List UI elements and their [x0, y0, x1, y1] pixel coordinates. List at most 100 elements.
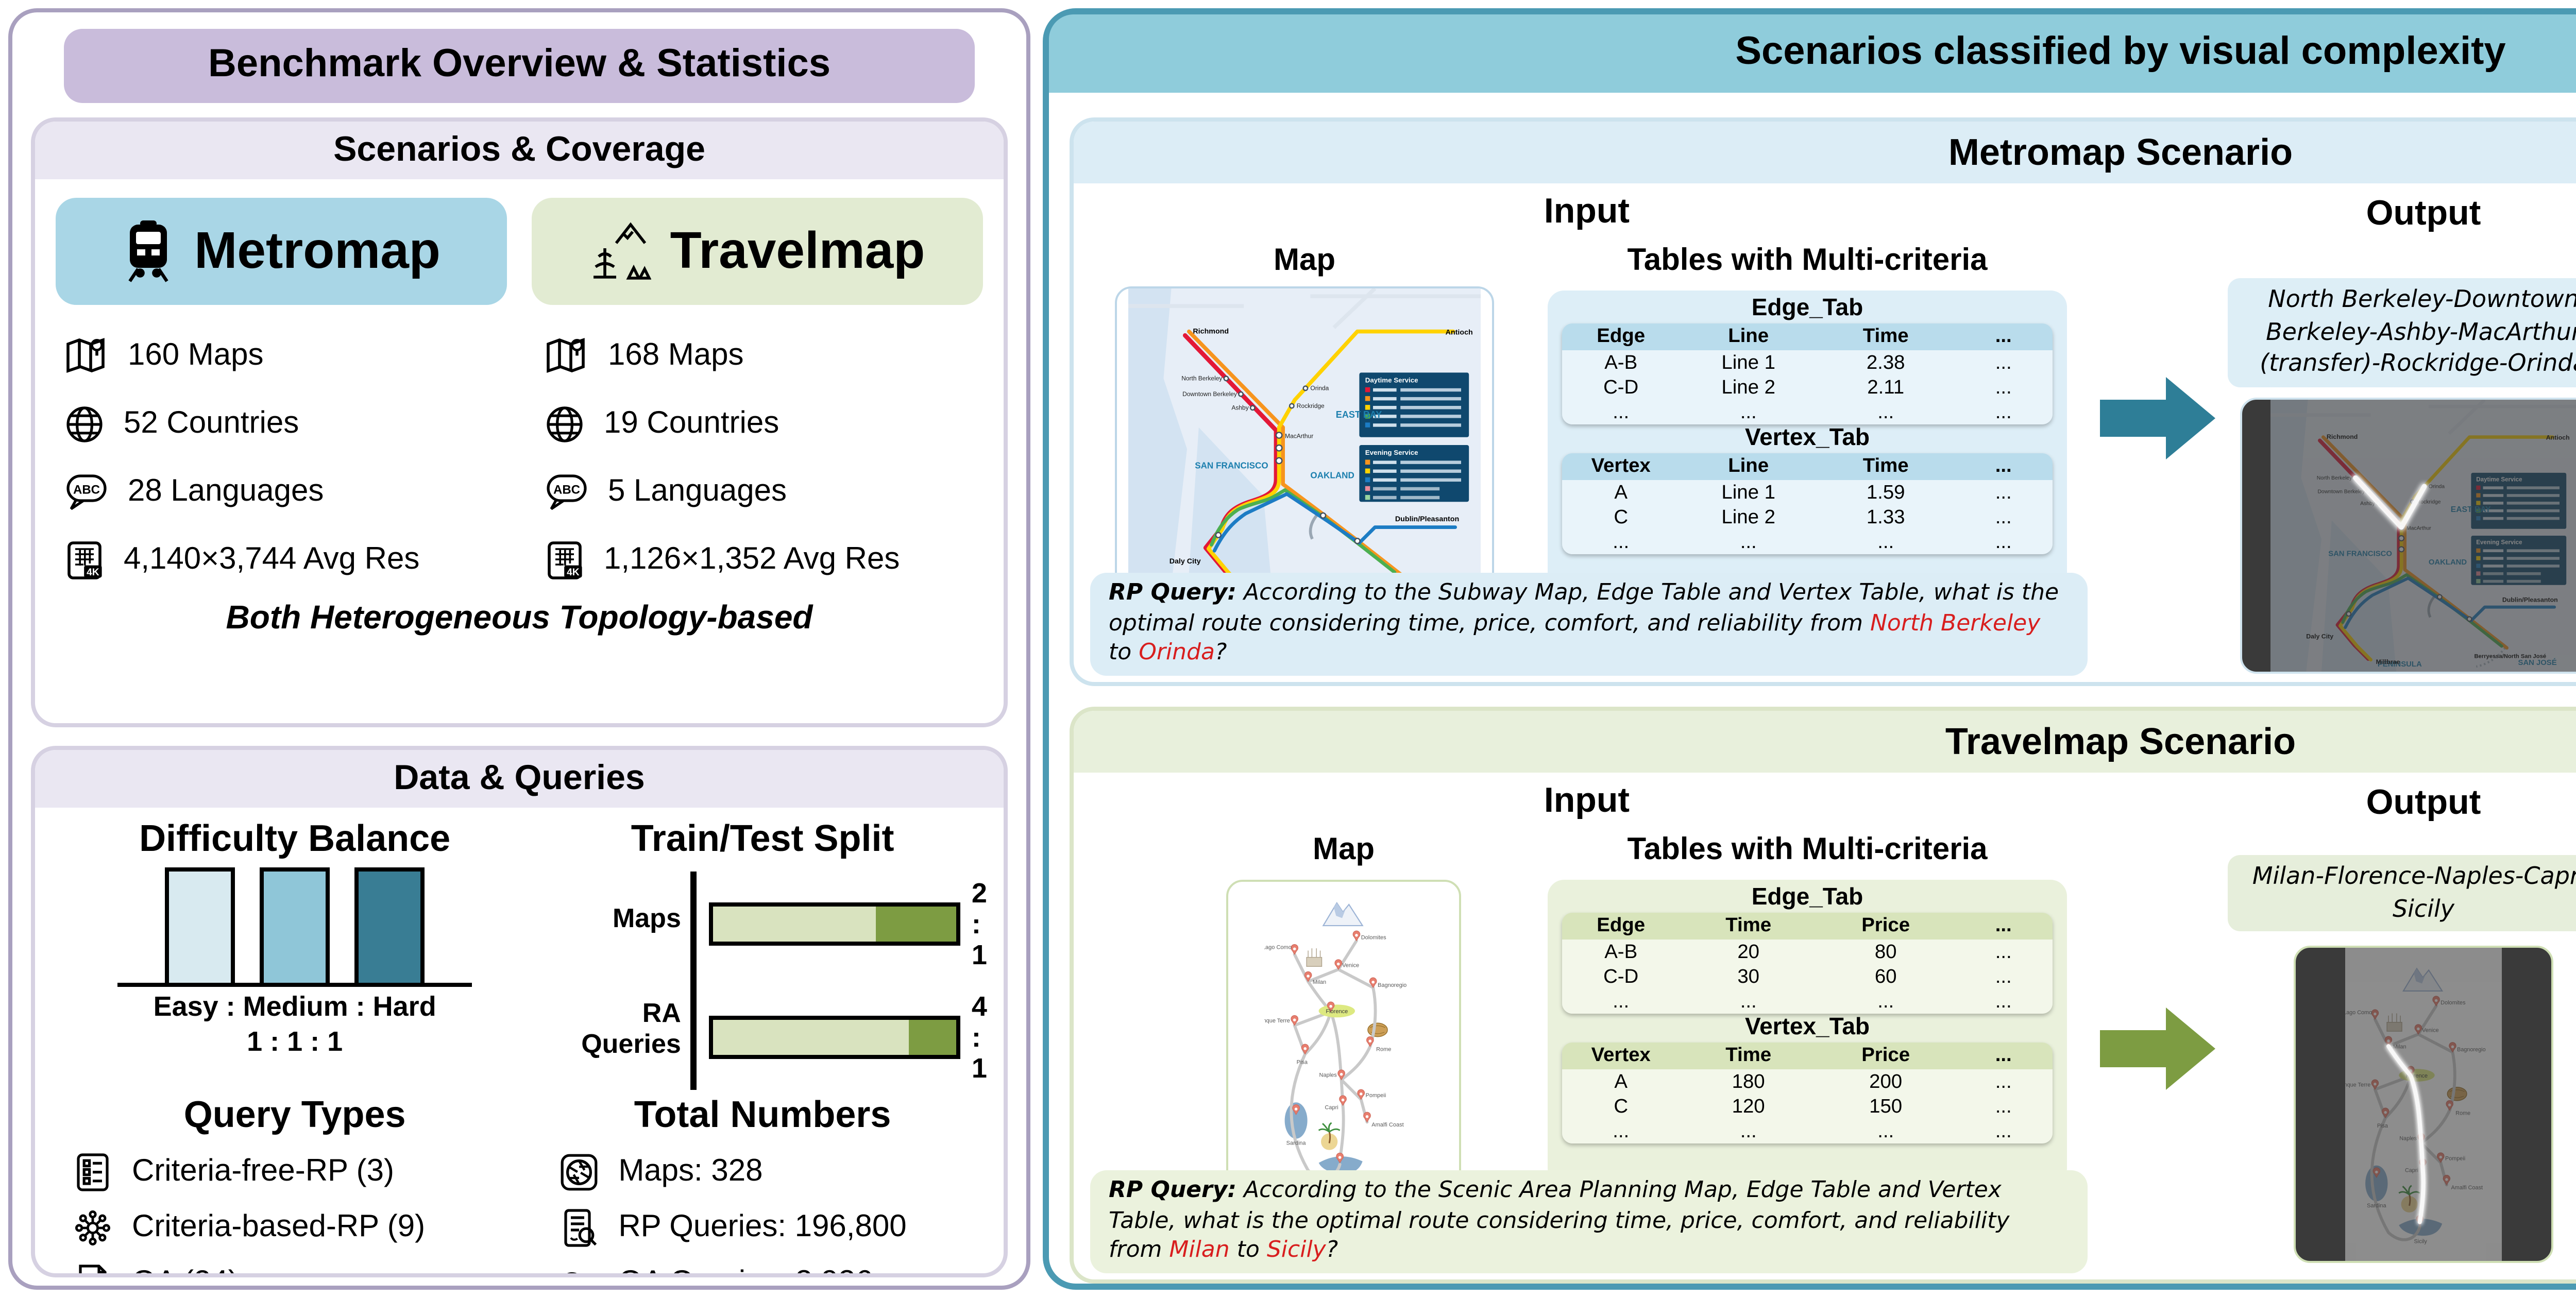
benchmark-overview-panel: Benchmark Overview & Statistics Scenario…	[8, 8, 1030, 1290]
scenarios-panel: Scenarios classified by visual complexit…	[1043, 8, 2576, 1290]
language-icon: ABC	[547, 473, 587, 509]
col-header: Vertex	[1562, 453, 1680, 480]
stat-text: 5 Languages	[608, 474, 787, 509]
split-bar-maps	[709, 902, 961, 946]
rp-query-label: RP Query:	[1109, 579, 1236, 607]
hub-criteria-icon	[75, 1209, 111, 1245]
edge-tab-title: Edge_Tab	[1751, 886, 1863, 911]
cell: A	[1562, 480, 1680, 505]
rp-query-text: ?	[1214, 639, 1227, 667]
scenario-badges: Metromap Travelmap	[35, 179, 1004, 315]
rp-query-text: to	[1229, 1237, 1267, 1264]
cell: ...	[1954, 480, 2053, 505]
col-header: Time	[1817, 323, 1955, 350]
col-header: ...	[1954, 1043, 2053, 1069]
svg-text:?: ?	[88, 1275, 94, 1277]
cell: C-D	[1562, 375, 1680, 400]
cell: ...	[1562, 989, 1680, 1014]
split-chart: Maps RA Queries 2 : 1 4 : 1	[538, 872, 987, 1090]
total-row: Maps: 328	[538, 1143, 987, 1199]
query-type-text: Criteria-based-RP (9)	[132, 1209, 426, 1244]
resolution-4k-icon: 4K	[548, 540, 582, 578]
stat-row: ABC 5 Languages	[544, 457, 999, 525]
cell: ...	[1680, 400, 1817, 424]
metromap-badge: Metromap	[56, 198, 507, 305]
rp-query-text: According to the Subway Map, Edge Table …	[1109, 579, 2059, 637]
tables-heading: Tables with Multi-criteria	[1627, 832, 1988, 867]
split-bars: 2 : 1 4 : 1	[691, 872, 987, 1090]
split-ratio-maps: 2 : 1	[971, 878, 987, 970]
difficulty-title: Difficulty Balance	[139, 818, 451, 859]
rp-query-destination: Orinda	[1139, 639, 1215, 667]
cell: Line 2	[1680, 505, 1817, 530]
left-panel-title: Benchmark Overview & Statistics	[64, 29, 975, 103]
qa-queries-icon: ?	[562, 1265, 582, 1273]
cell: ...	[1680, 1119, 1817, 1143]
metromap-input-map	[1115, 286, 1494, 604]
cell: ...	[1954, 989, 2053, 1014]
cell: ...	[1954, 1069, 2053, 1094]
cell: Line 2	[1680, 375, 1817, 400]
map-icon	[66, 337, 105, 372]
col-header: Edge	[1562, 323, 1680, 350]
map-heading: Map	[1313, 832, 1375, 867]
stat-text: 19 Countries	[604, 406, 779, 441]
travelmap-output-route: Milan-Florence-Naples-Capri-Sicily	[2228, 855, 2576, 932]
total-numbers-title: Total Numbers	[634, 1094, 891, 1135]
total-text: Maps: 328	[618, 1154, 763, 1189]
query-type-text: Criteria-free-RP (3)	[132, 1154, 394, 1189]
cell: Line 1	[1680, 480, 1817, 505]
coverage-stats: 160 Maps 52 Countries ABC 28 Languages 4…	[35, 315, 1004, 593]
query-type-row: Criteria-based-RP (9)	[52, 1199, 538, 1255]
split-title: Train/Test Split	[631, 818, 894, 859]
table-row: ............	[1562, 530, 2053, 554]
cell: ...	[1954, 505, 2053, 530]
query-type-text: QA (24)	[132, 1265, 239, 1273]
difficulty-ratio: 1 : 1 : 1	[247, 1026, 343, 1057]
bart-map-highlighted-route	[2242, 400, 2576, 672]
cell: ...	[1954, 350, 2053, 375]
flow-arrow-icon	[2100, 1007, 2215, 1090]
cell: 1.33	[1817, 505, 1955, 530]
col-header: Edge	[1562, 913, 1680, 940]
stat-text: 168 Maps	[608, 338, 744, 373]
metromap-scenario-card: Metromap Scenario Input Map Tables with …	[1070, 117, 2576, 686]
cell: ...	[1954, 530, 2053, 554]
stat-text: 4,140×3,744 Avg Res	[124, 542, 420, 577]
cell: C-D	[1562, 964, 1680, 989]
split-row: 4 : 1	[709, 991, 987, 1084]
cell: ...	[1817, 530, 1955, 554]
cell: ...	[1562, 530, 1680, 554]
input-heading: Input	[1544, 781, 1630, 820]
cell: ...	[1954, 1094, 2053, 1119]
total-row: RP Queries: 196,800	[538, 1199, 987, 1255]
metromap-output-map	[2240, 398, 2576, 674]
col-header: Price	[1817, 913, 1955, 940]
svg-text:ABC: ABC	[553, 482, 580, 496]
rp-query-origin: North Berkeley	[1870, 609, 2041, 637]
cell: A-B	[1562, 940, 1680, 964]
split-label-ra-queries: RA Queries	[581, 997, 681, 1058]
output-heading: Output	[2366, 783, 2481, 822]
difficulty-labels: Easy : Medium : Hard	[153, 991, 436, 1022]
difficulty-bar-hard	[354, 867, 425, 983]
rp-query-text: to	[1109, 639, 1139, 667]
col-header: Vertex	[1562, 1043, 1680, 1069]
query-type-row: Criteria-free-RP (3)	[52, 1143, 538, 1199]
table-row: ............	[1562, 989, 2053, 1014]
cell: ...	[1954, 964, 2053, 989]
cell: 60	[1817, 964, 1955, 989]
input-heading: Input	[1544, 192, 1630, 231]
cell: 180	[1680, 1069, 1817, 1094]
total-numbers-cell: Total Numbers Maps: 328 RP Queries: 196,…	[538, 1090, 987, 1273]
rp-query-destination: Sicily	[1266, 1237, 1326, 1264]
cell: C	[1562, 505, 1680, 530]
globe-icon	[66, 405, 103, 441]
